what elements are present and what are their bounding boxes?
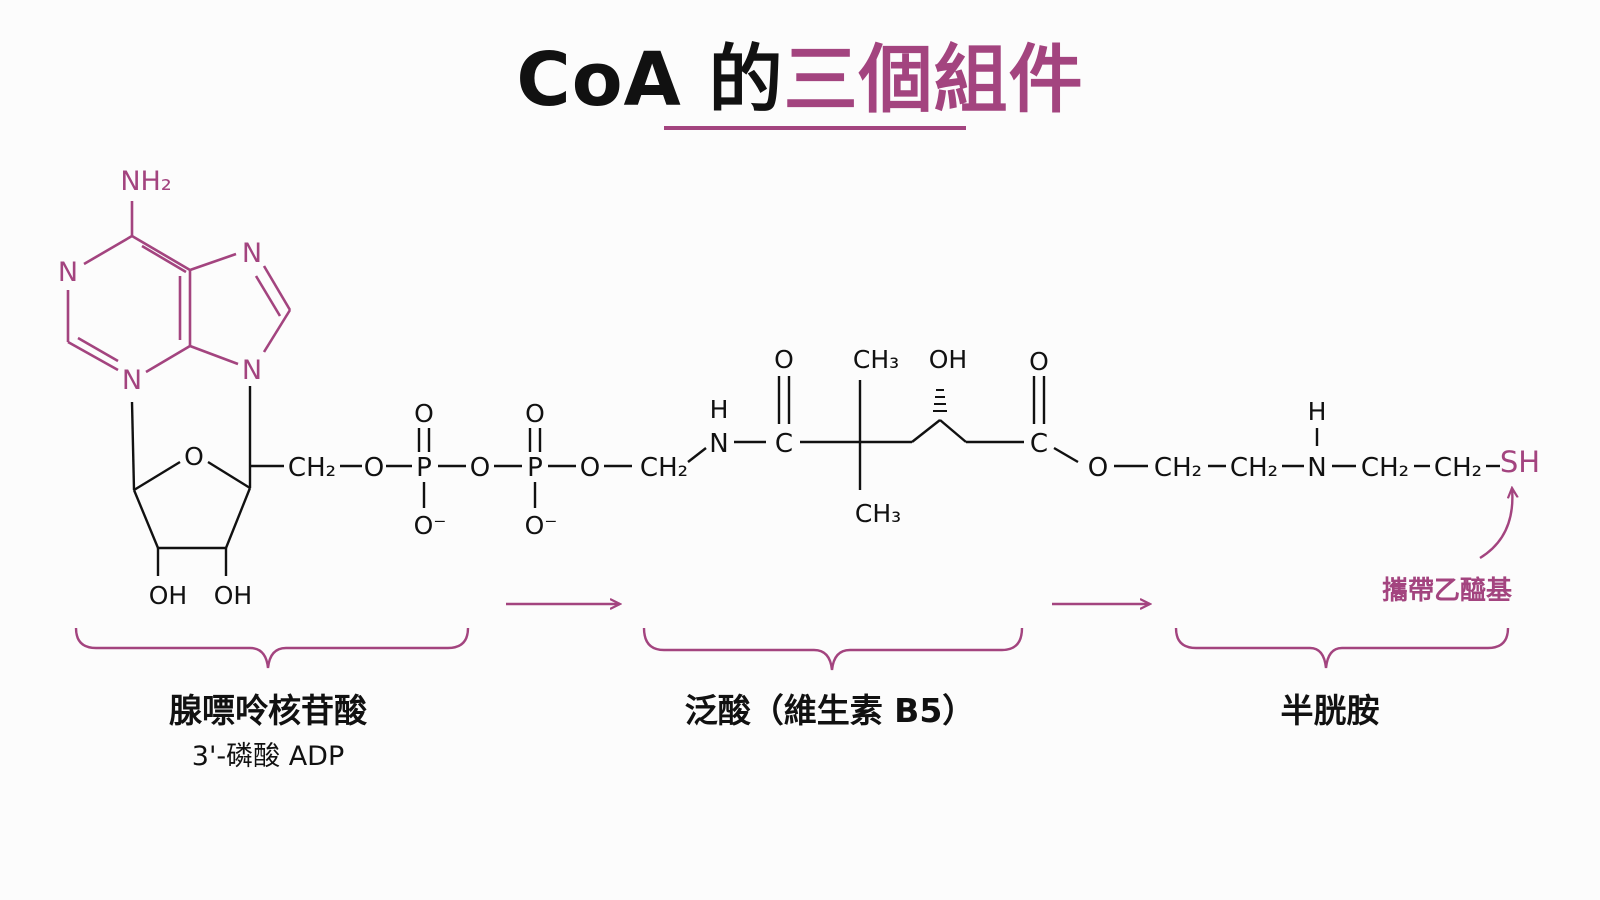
phosphate-p1-top-o: O (414, 399, 434, 428)
ribose-oh-right: OH (214, 581, 252, 610)
ribose-oh-left: OH (149, 581, 187, 610)
amide-c: C (775, 429, 793, 459)
cysteamine-h: H (1308, 397, 1327, 426)
adenine-n3: N (122, 365, 142, 396)
phosphate-bonds (340, 428, 707, 508)
phosphate-p1-bottom-o: O⁻ (414, 511, 447, 540)
component-adp-name: 腺嘌呤核苷酸 (169, 691, 367, 730)
component-cysteamine-name: 半胱胺 (1280, 691, 1380, 730)
adenine-n9: N (242, 355, 262, 386)
cysteamine-ch2-1: CH₂ (1154, 453, 1202, 483)
adenine-n1: N (58, 257, 78, 288)
ribose-ring (130, 386, 284, 576)
pantothenate-bonds (734, 376, 1079, 490)
adenine-n7: N (242, 238, 262, 269)
phosphate-bridge-o: O (470, 453, 490, 483)
ester-o-top: O (1029, 347, 1049, 376)
phosphate-ch2: CH₂ (288, 453, 336, 483)
title-prefix: CoA 的 (516, 37, 784, 123)
cysteamine-ch2-2: CH₂ (1230, 453, 1278, 483)
brace-cysteamine (1174, 627, 1510, 669)
phosphate-o2: O (580, 453, 600, 483)
ribose-ring-oxygen: O (184, 442, 204, 471)
adenine-nh2: NH₂ (120, 166, 171, 197)
phosphate-p1: P (416, 453, 432, 483)
component-adp-subtitle: 3'-磷酸 ADP (191, 741, 345, 772)
adenine-ring (66, 201, 292, 374)
ester-o: O (1088, 453, 1108, 483)
thiol-sh: SH (1500, 445, 1540, 479)
amide-n: N (709, 429, 728, 459)
phosphate-p2-top-o: O (525, 399, 545, 428)
title-accent: 三個組件 (783, 37, 1084, 123)
cysteamine-bonds (1114, 428, 1500, 468)
cysteamine-ch2-3: CH₂ (1361, 453, 1409, 483)
amide-h: H (710, 395, 729, 424)
phosphate-p2: P (527, 453, 543, 483)
phosphate-p2-bottom-o: O⁻ (525, 511, 558, 540)
amide-o: O (774, 345, 794, 374)
page-title: CoA 的三個組件 (0, 20, 1600, 127)
brace-adp (74, 627, 470, 669)
component-pantothenate-name: 泛酸（維生素 B5） (684, 691, 976, 730)
title-underline (664, 126, 966, 130)
ester-c: C (1030, 429, 1048, 459)
pantothenate-ch2: CH₂ (640, 453, 688, 483)
hydroxyl: OH (929, 345, 967, 374)
brace-pantothenate (642, 627, 1024, 671)
cysteamine-ch2-4: CH₂ (1434, 453, 1482, 483)
stereo-hash-bond (933, 389, 947, 412)
cysteamine-n: N (1307, 453, 1326, 483)
acetyl-curved-arrow (1479, 488, 1512, 560)
acetyl-carrier-note: 攜帶乙醯基 (1382, 576, 1513, 606)
methyl-bottom: CH₃ (855, 499, 901, 528)
phosphate-o1: O (364, 453, 384, 483)
methyl-top: CH₃ (853, 345, 899, 374)
